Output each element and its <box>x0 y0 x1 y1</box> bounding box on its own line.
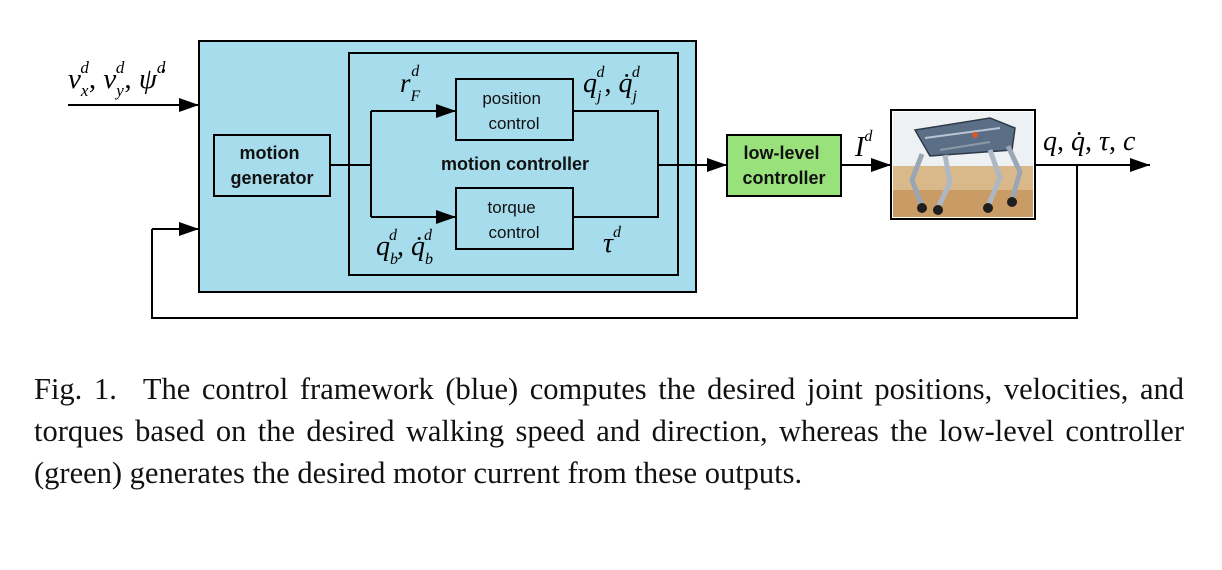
torque-control-label: torque control <box>488 198 541 242</box>
svg-text:rFd: rFd <box>400 63 421 105</box>
svg-text:qjd, q̇jd: qjd, q̇jd <box>583 64 641 105</box>
feedback-line <box>151 165 1078 319</box>
position-control-block <box>455 78 574 141</box>
body-states-label: qbd, q̇bd <box>376 227 433 268</box>
outputs-label: q, q̇, τ, c <box>1043 126 1136 157</box>
low-level-controller-label: low-level controller <box>742 143 825 188</box>
svg-text:vxd, vyd, ψ̇d: vxd, vyd, ψ̇d <box>68 58 166 100</box>
quadruped-robot-image <box>890 109 1036 220</box>
svg-text:q, q̇, τ, c: q, q̇, τ, c <box>1043 126 1136 157</box>
control-framework-diagram: motion generator motion controller posit… <box>68 40 1150 319</box>
svg-text:Id: Id <box>854 128 873 163</box>
torque-control-block <box>455 187 574 250</box>
position-control-label: position control <box>482 89 545 133</box>
joint-states-label: qjd, q̇jd <box>583 64 641 105</box>
figure-caption: Fig. 1.The control framework (blue) comp… <box>34 368 1184 494</box>
svg-text:qbd, q̇bd: qbd, q̇bd <box>376 227 433 268</box>
motion-controller-label: motion controller <box>441 154 589 174</box>
motion-generator-block <box>213 134 331 197</box>
motion-generator-label: motion generator <box>230 143 313 188</box>
input-velocities-label: vxd, vyd, ψ̇d <box>68 58 166 100</box>
figure-label: Fig. 1. <box>34 372 117 406</box>
foot-position-label: rFd <box>400 63 421 105</box>
current-label: Id <box>854 128 873 163</box>
caption-text: The control framework (blue) computes th… <box>34 372 1185 490</box>
